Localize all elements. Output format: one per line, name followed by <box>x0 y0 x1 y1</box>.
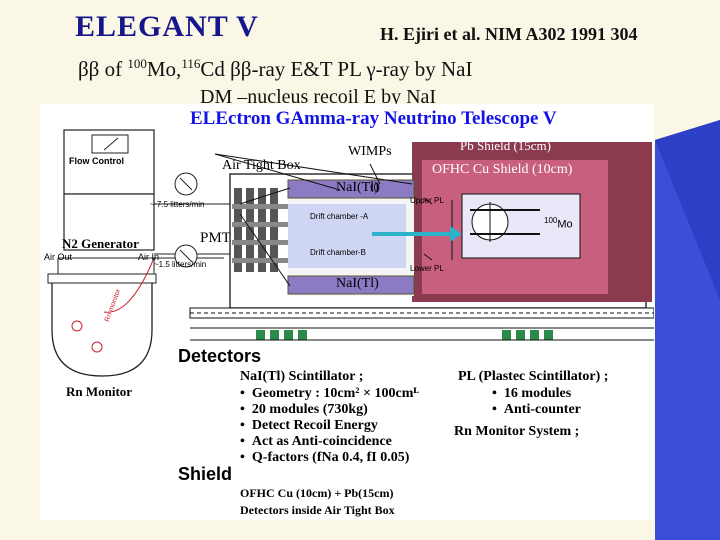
pl-item-1-text: 16 modules <box>503 386 572 401</box>
line1-rest: Cd ββ-ray E&T PL γ-ray by NaI <box>200 57 473 81</box>
floor-supports <box>256 330 553 340</box>
nai-bottom-label: NaI(Tl) <box>336 276 379 291</box>
rn-monitor-label: Rn Monitor <box>66 384 133 399</box>
nai-item-5: • Q-factors (fNa 0.4, fI 0.05) <box>240 450 410 465</box>
detectors-heading: Detectors <box>178 346 262 366</box>
nai-bottom-module <box>287 275 415 295</box>
wimps-label: WIMPs <box>348 144 392 159</box>
mo-source-label: 100Mo <box>544 216 573 231</box>
nai-item-2: • 20 modules (730kg) <box>240 402 368 417</box>
cu-shield-label: OFHC Cu Shield (10cm) <box>432 162 573 177</box>
ellipsis-icon: (() <box>370 182 380 193</box>
nai-item-5-text: Q-factors (fNa 0.4, fI 0.05) <box>251 450 410 465</box>
nai-item-2-text: 20 modules (730kg) <box>251 402 368 417</box>
mo-source-symbol: Mo <box>557 218 573 231</box>
shield-line-1: OFHC Cu (10cm) + Pb(15cm) <box>240 486 394 500</box>
drift-chamber-a-label: Drift chamber -A <box>310 212 369 221</box>
nai-item-3-text: Detect Recoil Energy <box>251 418 378 433</box>
rn-system-heading: Rn Monitor System ; <box>454 424 580 439</box>
flow-rate-bottom-label: ~1.5 litters/min <box>154 260 207 269</box>
subtitle-line-1: ββ of 100Mo,116Cd ββ-ray E&T PL γ-ray by… <box>78 56 472 82</box>
air-tight-box-label: Air Tight Box <box>222 158 301 173</box>
nai-item-1: • Geometry : 10cm² × 100cmᴸ <box>240 386 419 401</box>
subtitle-line-2: DM –nucleus recoil E by NaI <box>200 86 437 108</box>
mo-mass-number: 100 <box>127 56 147 71</box>
cd-mass-number: 116 <box>181 56 201 71</box>
n2-generator-label: N2 Generator <box>62 236 139 251</box>
nai-item-3: • Detect Recoil Energy <box>240 418 378 433</box>
nai-item-4-text: Act as Anti-coincidence <box>251 434 392 449</box>
nai-item-4: • Act as Anti-coincidence <box>240 434 392 449</box>
pb-shield-label: Pb Shield (15cm) <box>460 138 551 153</box>
detector-diagram <box>47 129 654 377</box>
line1-prefix: ββ of <box>78 57 128 81</box>
pl-item-1: • 16 modules <box>492 386 572 401</box>
mo-source-mass: 100 <box>544 216 558 225</box>
nai-item-1-text: Geometry : 10cm² × 100cmᴸ <box>251 386 419 401</box>
n2-generator-box <box>63 193 155 251</box>
shield-line-2: Detectors inside Air Tight Box <box>240 503 395 517</box>
flow-control-label: Flow Control <box>69 156 124 166</box>
pmt-array <box>234 188 278 272</box>
air-out-label: Air Out <box>44 252 73 262</box>
pl-item-2-text: Anti-counter <box>503 402 581 417</box>
reference-text: H. Ejiri et al. NIM A302 1991 304 <box>380 24 638 44</box>
arrow-icon <box>450 226 462 242</box>
mo-text: Mo, <box>146 57 182 81</box>
diagram-panel: ELEctron GAmma-ray Neutrino Telescope V … <box>40 104 654 520</box>
pl-item-2: • Anti-counter <box>492 402 581 417</box>
nai-top-label: NaI(Tl) <box>336 180 379 195</box>
air-in-label: Air In <box>138 252 160 262</box>
drift-chamber-b-label: Drift chamber-B <box>310 248 367 257</box>
slide-title: ELEGANT V <box>75 10 259 43</box>
pmt-label: PMT <box>200 230 231 246</box>
nai-heading: NaI(Tl) Scintillator ; <box>240 369 364 384</box>
flow-rate-top-label: ~ 7.5 litters/min <box>150 200 205 209</box>
pl-heading: PL (Plastec Scintillator) ; <box>458 369 609 384</box>
upper-pl-label: Upper PL <box>410 196 444 205</box>
lower-pl-label: Lower PL <box>410 264 444 273</box>
rn-monitor-vessel <box>51 281 153 377</box>
shield-heading: Shield <box>178 464 233 484</box>
rn-monitor-pin-left <box>71 320 83 332</box>
flow-control-meter <box>91 134 129 154</box>
rn-monitor-pin-right <box>91 341 103 353</box>
banner-text: ELEctron GAmma-ray Neutrino Telescope V <box>190 108 557 129</box>
